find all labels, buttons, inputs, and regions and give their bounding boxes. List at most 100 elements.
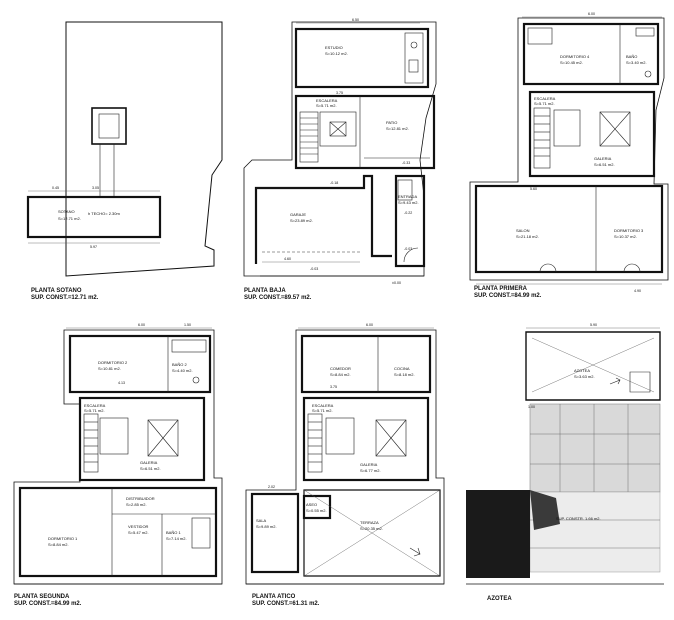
room-area-comedor: S=8.84 m2. [330, 372, 351, 377]
room-area-estudio: S=10.12 m2. [325, 51, 348, 56]
room-name-escalera-primera: ESCALERA [534, 96, 556, 101]
room-name-galeria-primera: GALERIA [594, 156, 612, 161]
ceiling-height-note: h TECHO= 2.30m [88, 211, 120, 216]
dim-azotea-top: 5.90 [590, 323, 597, 327]
room-area-escalera-baja: S=5.71 m2. [316, 103, 337, 108]
level-entrada: -0.22 [404, 211, 412, 215]
room-name-vestidor: VESTIDOR [128, 524, 149, 529]
room-area-sotano: S=12.71 m2. [58, 216, 81, 221]
dim-sotano-top: 3.05 [92, 186, 99, 190]
dim-atico-mid: 3.75 [330, 385, 337, 389]
room-name-terraza: TERRAZA [360, 520, 379, 525]
room-name-garaje: GARAJE [290, 212, 306, 217]
room-area-escalera-primera: S=5.71 m2. [534, 101, 555, 106]
room-name-comedor: COMEDOR [330, 366, 351, 371]
plan-title-baja: PLANTA BAJA [244, 288, 286, 294]
room-area-cocina: S=8.18 m2. [394, 372, 415, 377]
room-name-dormitorio-4: DORMITORIO 4 [560, 54, 590, 59]
dim-segunda-top-right: 1.50 [184, 323, 191, 327]
dim-baja-mid: 3.75 [336, 91, 343, 95]
room-name-escalera-segunda: ESCALERA [84, 403, 106, 408]
room-area-escalera-segunda: S=5.71 m2. [84, 408, 105, 413]
dim-primera-right: 4.90 [634, 289, 641, 293]
room-area-galeria-segunda: S=6.51 m2. [140, 466, 161, 471]
dim-azotea-side: 1.00 [528, 405, 535, 409]
room-area-dormitorio-3: S=10.37 m2. [614, 234, 637, 239]
room-name-entrada: ENTRADA [398, 194, 417, 199]
plan-area-baja: SUP. CONST.=89.57 m2. [244, 295, 312, 301]
room-area-escalera-atico: S=5.71 m2. [312, 408, 333, 413]
room-name-azotea: AZOTEA [574, 368, 590, 373]
room-area-dormitorio-4: S=10.45 m2. [560, 60, 583, 65]
room-area-sala: S=9.89 m2. [256, 524, 277, 529]
room-area-azotea: S=3.63 m2. [574, 374, 595, 379]
room-name-salon: SALON [516, 228, 530, 233]
room-name-galeria-segunda: GALERIA [140, 460, 158, 465]
room-area-garaje: S=23.89 m2. [290, 218, 313, 223]
room-name-bano-1: BAÑO 1 [166, 530, 181, 535]
plan-primera: 6.00 DORMITORIO 4 S=10.45 m2. BAÑO S=3.4… [469, 12, 669, 299]
room-name-escalera-baja: ESCALERA [316, 98, 338, 103]
dim-atico-top: 6.00 [366, 323, 373, 327]
room-name-escalera-atico: ESCALERA [312, 403, 334, 408]
room-name-patio: PATIO [386, 120, 397, 125]
room-area-galeria-primera: S=6.51 m2. [594, 162, 615, 167]
level-entrada-door: -0.03 [404, 247, 412, 251]
room-area-distribuidor: S=2.85 m2. [126, 502, 147, 507]
room-name-dormitorio-3: DORMITORIO 3 [614, 228, 644, 233]
plan-area-atico: SUP. CONST.=61.31 m2. [252, 601, 320, 607]
room-name-galeria-atico: GALERIA [360, 462, 378, 467]
dim-sotano-bottom: 5.97 [90, 245, 97, 249]
room-name-estudio: ESTUDIO [325, 45, 343, 50]
room-area-bano-1: S=7.14 m2. [166, 536, 187, 541]
plan-title-primera: PLANTA PRIMERA [474, 286, 528, 292]
dim-baja-top: 6.50 [352, 18, 359, 22]
room-name-distribuidor: DISTRIBUIDOR [126, 496, 155, 501]
plan-title-atico: PLANTA ATICO [252, 594, 296, 600]
room-area-dormitorio-2: S=10.81 m2. [98, 366, 121, 371]
plan-area-sotano: SUP. CONST.=12.71 m2. [31, 295, 99, 301]
dim-primera-mid: 5.60 [530, 187, 537, 191]
level-garaje: -0.18 [330, 181, 338, 185]
room-area-aseo: S=0.55 m2. [306, 508, 327, 513]
room-area-vestidor: S=5.47 m2. [128, 530, 149, 535]
room-name-sotano: SOTANO [58, 209, 75, 214]
plan-baja: 6.50 ESTUDIO S=10.12 m2. ESCALERA S=5.71… [243, 18, 437, 301]
room-area-galeria-atico: S=6.77 m2. [360, 468, 381, 473]
azotea-surface-note: SUP. CONSTR. 1.66 m2. [556, 516, 601, 521]
dim-garaje-bottom: 4.60 [284, 257, 291, 261]
level-garaje-door: -0.03 [310, 267, 318, 271]
plan-area-primera: SUP. CONST.=84.99 m2. [474, 293, 542, 299]
room-name-bano-primera: BAÑO [626, 54, 637, 59]
dim-segunda-top: 6.00 [138, 323, 145, 327]
room-name-sala: SALA [256, 518, 267, 523]
dim-sotano-left: 0.45 [52, 186, 59, 190]
level-street: ±0.00 [392, 281, 401, 285]
plan-title-azotea: AZOTEA [487, 596, 512, 602]
room-name-dormitorio-2: DORMITORIO 2 [98, 360, 128, 365]
room-name-dormitorio-1: DORMITORIO 1 [48, 536, 78, 541]
room-area-entrada: S=9.43 m2. [398, 200, 419, 205]
plan-sotano: SOTANO S=12.71 m2. h TECHO= 2.30m 3.05 0… [26, 21, 223, 301]
plan-area-segunda: SUP. CONST.=84.99 m2. [14, 601, 82, 607]
room-name-cocina: COCINA [394, 366, 410, 371]
plan-title-segunda: PLANTA SEGUNDA [14, 594, 70, 600]
plan-segunda: 6.00 1.50 DORMITORIO 2 S=10.81 m2. BAÑO … [13, 323, 223, 607]
dark-roof-section [466, 490, 530, 578]
dim-primera-top: 6.00 [588, 12, 595, 16]
room-area-salon: S=21.18 m2. [516, 234, 539, 239]
room-area-bano-2: S=4.40 m2. [172, 368, 193, 373]
room-name-bano-2: BAÑO 2 [172, 362, 187, 367]
plan-atico: 6.00 COMEDOR S=8.84 m2. COCINA S=8.18 m2… [245, 323, 445, 607]
level-patio: -0.33 [402, 161, 410, 165]
plan-title-sotano: PLANTA SOTANO [31, 288, 82, 294]
dim-segunda-mid: 4.13 [118, 381, 125, 385]
dim-atico-left: 2.02 [268, 485, 275, 489]
room-name-aseo: ASEO [306, 502, 317, 507]
room-area-patio: S=12.81 m2. [386, 126, 409, 131]
plan-azotea: 5.90 AZOTEA S=3.63 m2. SUP. CONSTR. 1.66… [466, 323, 664, 602]
room-area-dormitorio-1: S=8.84 m2. [48, 542, 69, 547]
room-area-terraza: S=20.35 m2. [360, 526, 383, 531]
room-area-bano-primera: S=3.40 m2. [626, 60, 647, 65]
